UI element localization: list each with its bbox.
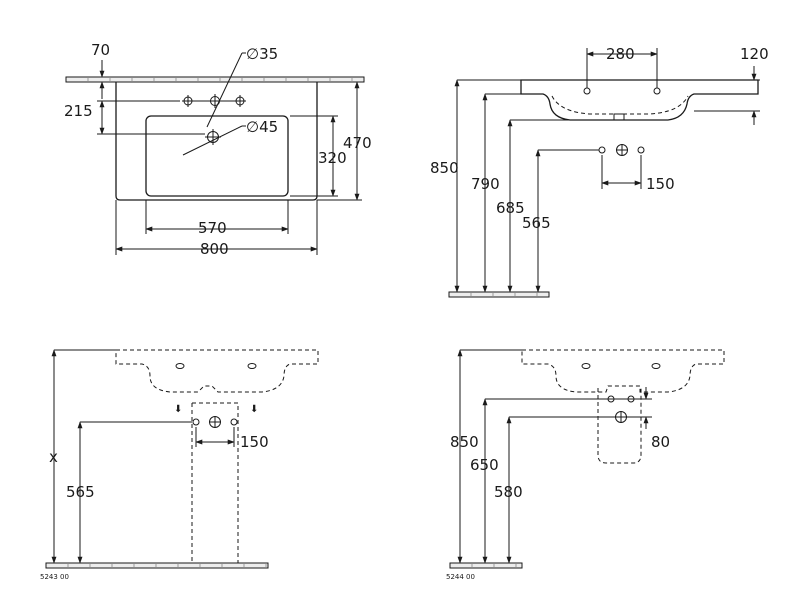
svg-text:⬇: ⬇ <box>174 404 182 415</box>
basin-dashed-outline <box>521 349 725 393</box>
dim-diameter-45: ∅45 <box>246 118 278 136</box>
floor-strip <box>448 291 550 298</box>
dim-70: 70 <box>91 41 110 59</box>
dim-150-side: 150 <box>646 175 675 193</box>
top-view: ∅35 ∅45 70 215 320 470 570 800 <box>64 41 372 258</box>
dim-850-semi: 850 <box>450 433 479 451</box>
dim-150-pedestal: 150 <box>240 433 269 451</box>
pedestal-column <box>191 402 239 563</box>
dim-120: 120 <box>740 45 769 63</box>
side-view: 280 120 850 790 685 565 <box>430 45 769 298</box>
dim-diameter-35: ∅35 <box>246 45 278 63</box>
semi-pedestal-view: 80 850 650 580 5244 00 <box>446 349 725 581</box>
dim-320: 320 <box>318 149 347 167</box>
dim-x: x <box>49 448 58 466</box>
dim-565: 565 <box>522 214 551 232</box>
basin-outline <box>115 82 318 201</box>
counter-strip <box>65 76 365 83</box>
floor-strip <box>45 562 269 569</box>
dim-790: 790 <box>471 175 500 193</box>
inner-bowl <box>145 115 289 197</box>
dim-580: 580 <box>494 483 523 501</box>
dim-570: 570 <box>198 219 227 237</box>
dim-800: 800 <box>200 240 229 258</box>
dim-685: 685 <box>496 199 525 217</box>
basin-dashed-outline <box>115 349 319 393</box>
dim-280: 280 <box>606 45 635 63</box>
product-code: 5243 00 <box>40 573 69 581</box>
dim-565-pedestal: 565 <box>66 483 95 501</box>
semi-pedestal <box>597 388 642 464</box>
dim-850: 850 <box>430 159 459 177</box>
basin-front-outline <box>520 79 759 121</box>
dim-80: 80 <box>651 433 670 451</box>
dim-470: 470 <box>343 134 372 152</box>
pedestal-view: ⬇ ⬇ 150 x 565 5243 00 <box>40 349 319 581</box>
product-code: 5244 00 <box>446 573 475 581</box>
dim-650: 650 <box>470 456 499 474</box>
svg-text:⬇: ⬇ <box>250 404 258 415</box>
dim-215: 215 <box>64 102 93 120</box>
floor-strip <box>449 562 523 569</box>
